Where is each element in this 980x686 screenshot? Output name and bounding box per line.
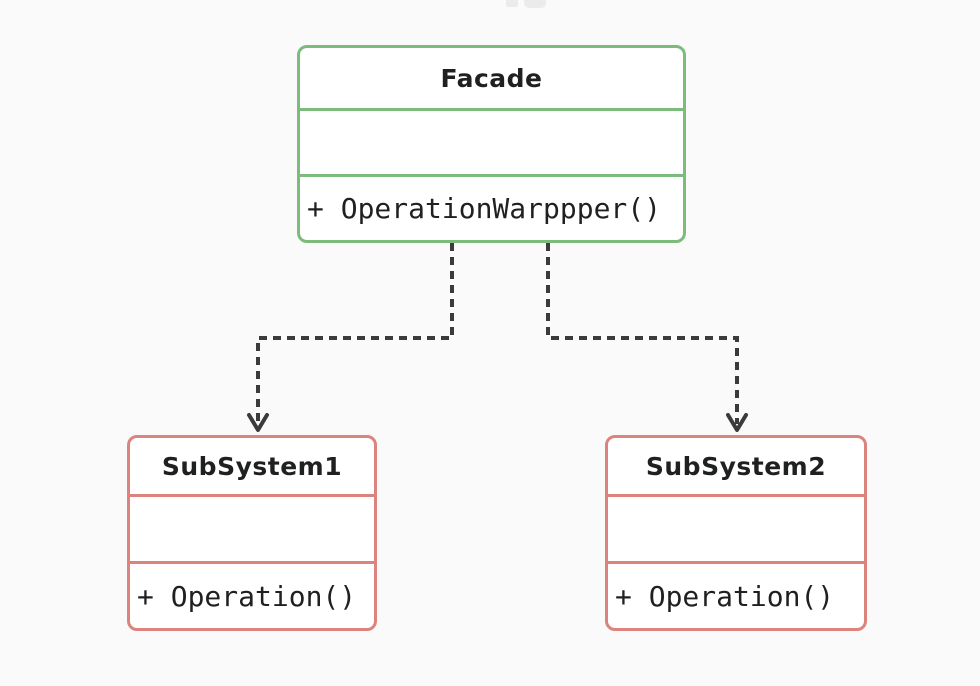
class-method: + Operation() <box>137 579 357 613</box>
class-title: SubSystem2 <box>608 438 864 497</box>
class-method: + Operation() <box>615 579 835 613</box>
dependency-edge-facade-subsystem1 <box>256 243 454 424</box>
dependency-edge-facade-subsystem2 <box>546 243 739 424</box>
class-title: Facade <box>300 48 683 111</box>
class-attributes-empty <box>608 497 864 564</box>
arrowhead-down-icon <box>247 413 269 432</box>
class-attributes-empty <box>300 111 683 177</box>
class-attributes-empty <box>130 497 374 564</box>
class-title: SubSystem1 <box>130 438 374 497</box>
class-box-subsystem1: SubSystem1 + Operation() <box>127 435 377 631</box>
class-box-subsystem2: SubSystem2 + Operation() <box>605 435 867 631</box>
class-box-facade: Facade + OperationWarppper() <box>297 45 686 243</box>
arrowhead-down-icon <box>726 413 748 432</box>
class-method: + OperationWarppper() <box>307 192 662 225</box>
